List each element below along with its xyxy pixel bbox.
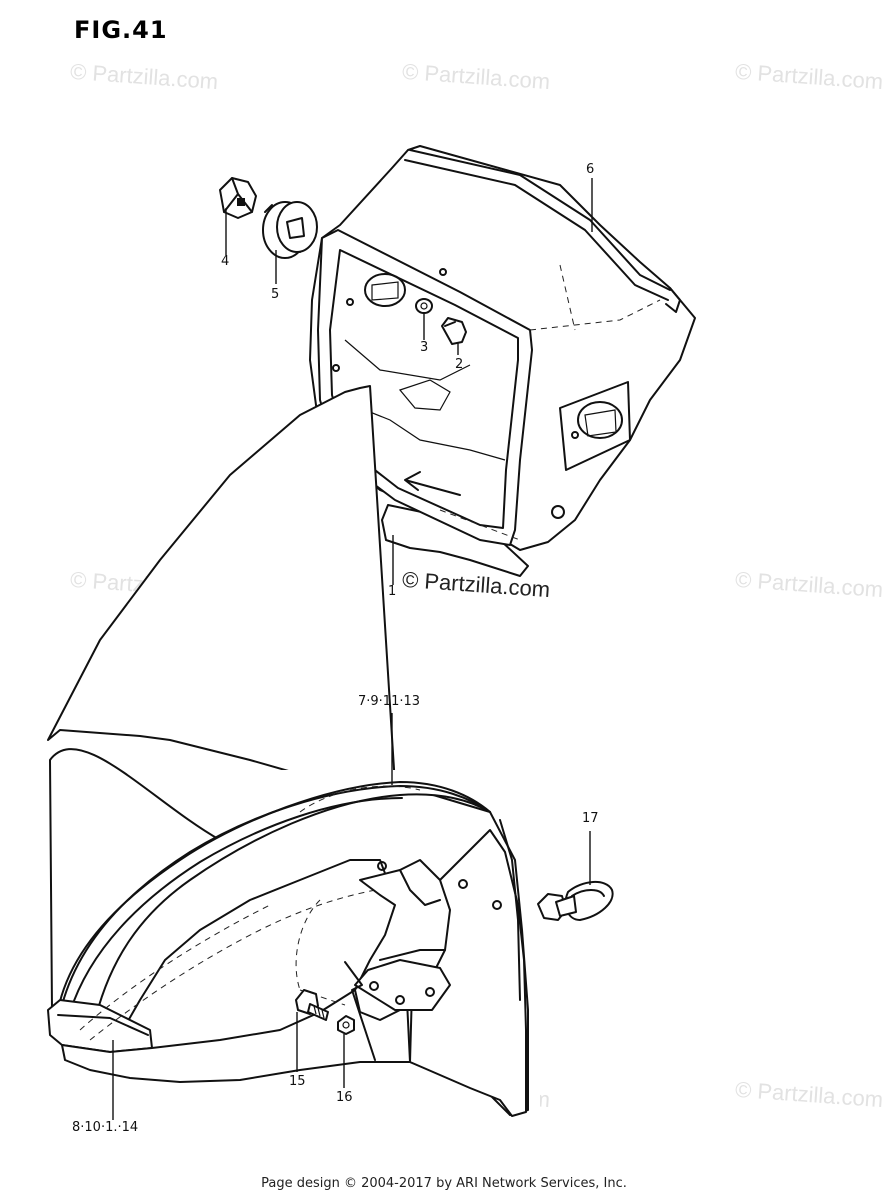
grommet-drawing <box>262 201 318 259</box>
screw-drawing <box>441 317 467 345</box>
footer-copyright: Page design © 2004-2017 by ARI Network S… <box>261 1176 627 1191</box>
washer-drawing <box>415 298 433 314</box>
bolt-drawing <box>295 989 329 1021</box>
callout-17: 17 <box>582 811 599 826</box>
callout-8-10-12-14: 8·10·1.·14 <box>72 1120 139 1135</box>
callout-6: 6 <box>586 162 595 177</box>
reflector-drawing <box>537 881 614 921</box>
callout-2: 2 <box>455 357 464 372</box>
callout-15: 15 <box>289 1074 306 1089</box>
fender-nut-drawing <box>337 1015 355 1035</box>
callout-5: 5 <box>271 287 280 302</box>
callout-4: 4 <box>221 254 230 269</box>
callout-16: 16 <box>336 1090 353 1105</box>
figure-title: FIG.41 <box>74 16 168 44</box>
nut-drawing <box>219 177 257 219</box>
callout-1: 1 <box>388 584 397 599</box>
callout-7-9-11-13: 7·9·11·13 <box>358 694 421 709</box>
callout-3: 3 <box>420 340 429 355</box>
